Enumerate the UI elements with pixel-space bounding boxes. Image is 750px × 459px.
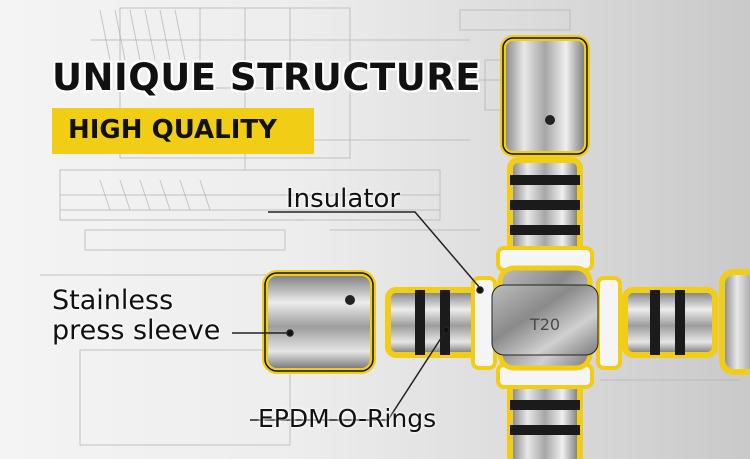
insulator-label: Insulator	[286, 184, 401, 214]
headline: UNIQUE STRUCTURE	[52, 56, 482, 99]
stainless-press-sleeve	[262, 270, 376, 374]
badge-label: HIGH QUALITY	[68, 115, 277, 145]
right-press-sleeve	[719, 269, 750, 375]
right-pipe-insert	[622, 287, 718, 358]
top-press-sleeve	[500, 35, 590, 157]
sleeve-label-line1: Stainless	[52, 285, 174, 316]
sleeve-label-line2: press sleeve	[52, 315, 221, 346]
bottom-pipe-insert	[507, 377, 583, 459]
fitting-marking: T20	[529, 315, 560, 334]
tee-fitting-body: T20	[491, 265, 599, 371]
left-pipe-insert	[385, 287, 481, 358]
callout-lines	[232, 211, 484, 421]
quality-badge: HIGH QUALITY	[52, 108, 314, 154]
top-pipe-insert	[507, 157, 583, 258]
orings-label: EPDM O-Rings	[258, 404, 437, 433]
